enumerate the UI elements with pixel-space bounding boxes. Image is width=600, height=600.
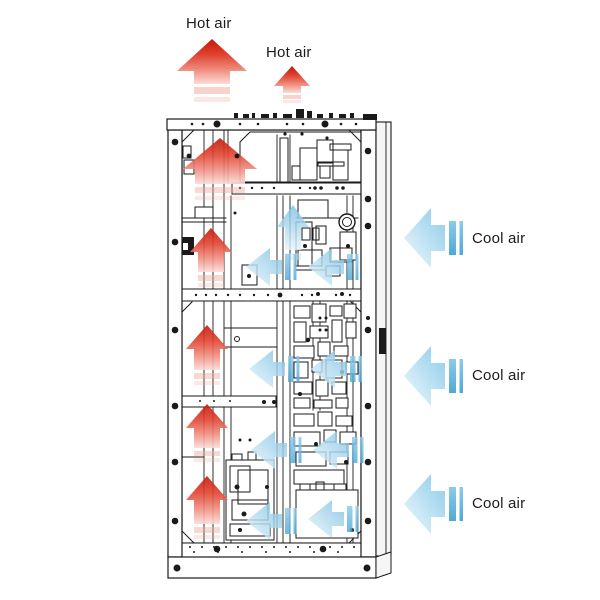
cool-air-arrow-internal-3 xyxy=(249,350,300,388)
cool-air-arrow-internal-1 xyxy=(246,248,297,286)
frame-left xyxy=(167,129,183,558)
hot-air-arrow-internal-2 xyxy=(190,228,232,287)
side-handle xyxy=(379,328,386,354)
fan-component-hub xyxy=(342,217,352,227)
internal-cool-air-arrows xyxy=(246,205,364,540)
frame-bolts xyxy=(171,120,372,572)
cool-air-arrow-internal-6 xyxy=(313,431,364,469)
rail-middle xyxy=(181,288,362,302)
dark-component-notch xyxy=(183,243,188,250)
top-vent-ticks xyxy=(234,109,377,120)
cool-air-arrow-internal-4 xyxy=(311,350,362,388)
hot-air-arrow-large xyxy=(177,39,247,102)
small-ring xyxy=(234,336,240,342)
cool-air-arrow-bottom xyxy=(404,474,463,534)
cool-air-label-bottom: Cool air xyxy=(472,495,526,512)
top-compartment xyxy=(239,131,362,183)
rail-lower-left xyxy=(181,395,277,408)
hot-air-arrow-small xyxy=(274,66,310,103)
cabinet-base-side xyxy=(375,551,392,579)
hot-air-label-large: Hot air xyxy=(186,15,232,32)
overlay-bolts xyxy=(186,153,240,159)
cool-air-label-top: Cool air xyxy=(472,230,526,247)
hot-air-label-small: Hot air xyxy=(266,44,312,61)
fan-component xyxy=(338,213,356,231)
cool-air-label-middle: Cool air xyxy=(472,367,526,384)
cool-air-arrow-internal-up xyxy=(277,205,309,260)
cabinet-top-rail xyxy=(166,118,377,131)
cool-air-arrow-internal-5 xyxy=(251,431,302,469)
cabinet-base xyxy=(167,556,377,579)
cool-air-arrow-top xyxy=(404,208,463,268)
cool-air-arrow-internal-8 xyxy=(308,500,359,538)
components-top-right xyxy=(279,137,352,183)
cabinet-drawing xyxy=(166,109,392,579)
internal-hot-air-arrows xyxy=(183,138,257,539)
cool-air-arrow-middle xyxy=(404,346,463,406)
hot-air-arrow-internal-1 xyxy=(183,138,257,200)
hot-air-arrow-internal-4 xyxy=(186,404,228,462)
cool-air-arrow-internal-2 xyxy=(308,248,359,286)
cool-air-arrow-internal-7 xyxy=(246,502,297,540)
frame-right xyxy=(360,129,377,558)
rail-bottom xyxy=(181,542,362,558)
hot-air-arrow-internal-5 xyxy=(186,476,228,539)
components-left xyxy=(182,145,258,286)
hot-air-arrow-internal-3 xyxy=(186,325,228,385)
